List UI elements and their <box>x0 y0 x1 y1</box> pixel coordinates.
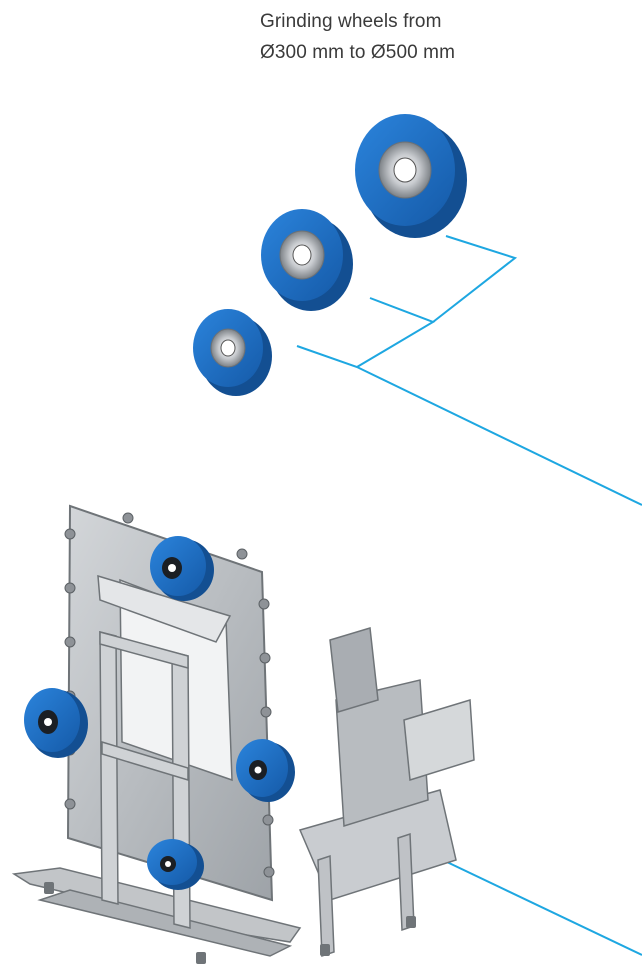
wheel-small <box>193 309 272 396</box>
machine-wheel-bottom <box>147 839 204 890</box>
caption: Grinding wheels from Ø300 mm to Ø500 mm <box>260 6 560 68</box>
machine-side-station <box>298 627 475 958</box>
caption-line-2: Ø300 mm to Ø500 mm <box>260 42 456 63</box>
machine-wheel-top <box>150 536 214 601</box>
leader-large-wheel <box>432 235 518 323</box>
machine-wheel-left <box>24 688 88 758</box>
leader-small-wheel <box>296 345 642 506</box>
machine-hood <box>97 574 232 643</box>
wheel-medium <box>261 209 353 311</box>
machine-wheel-right <box>236 739 295 802</box>
grinding-machine <box>11 504 475 964</box>
caption-line-1: Grinding wheels from <box>260 11 442 32</box>
wheel-large <box>355 114 467 238</box>
machine-base-left <box>11 867 302 943</box>
machine-base-rail <box>37 889 293 957</box>
leader-medium-wheel <box>356 297 436 368</box>
